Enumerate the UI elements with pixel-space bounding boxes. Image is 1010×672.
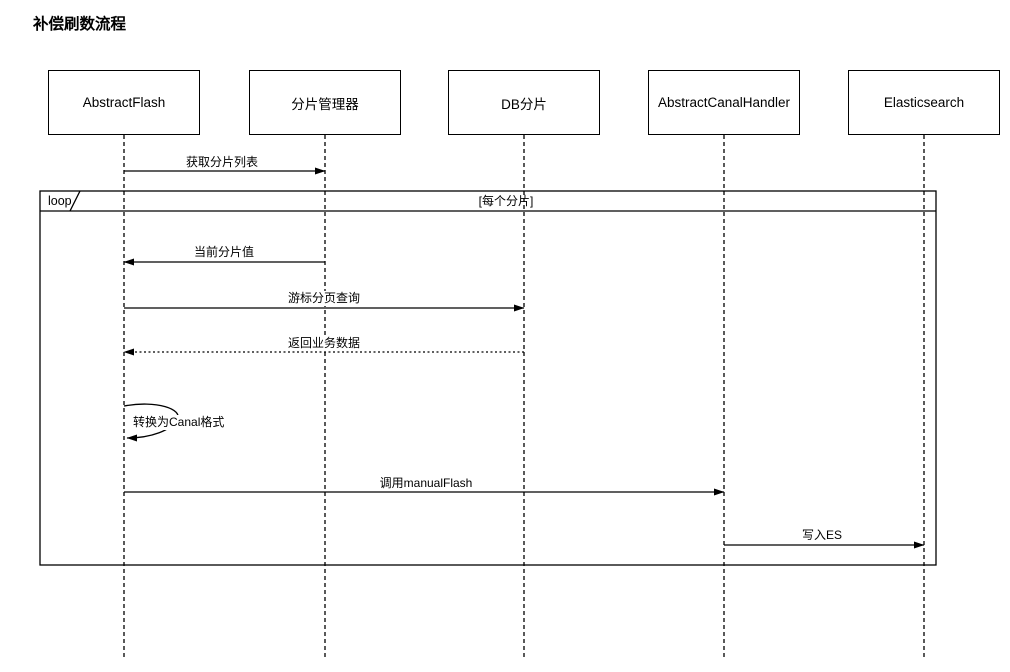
- message-label-convert-canal-format: 转换为Canal格式: [131, 415, 227, 430]
- message-label-call-manualflash: 调用manualFlash: [377, 476, 475, 491]
- loop-pentagon-slant: [69, 190, 81, 212]
- participant-elasticsearch: Elasticsearch: [848, 70, 1000, 135]
- message-label-return-business-data: 返回业务数据: [285, 336, 363, 351]
- participant-db-shard: DB分片: [448, 70, 600, 135]
- loop-operator-label: loop: [48, 194, 72, 208]
- participant-label: AbstractFlash: [82, 95, 166, 110]
- participant-shard-manager: 分片管理器: [249, 70, 401, 135]
- message-label-get-shard-list: 获取分片列表: [183, 155, 261, 170]
- loop-guard-label: [每个分片]: [478, 194, 534, 208]
- participant-label: Elasticsearch: [883, 95, 965, 110]
- participant-label: DB分片: [501, 96, 547, 112]
- diagram-title: 补偿刷数流程: [33, 16, 127, 33]
- message-label-cursor-page-query: 游标分页查询: [285, 291, 363, 306]
- message-label-write-es: 写入ES: [799, 528, 845, 543]
- participant-label: 分片管理器: [291, 96, 359, 112]
- message-label-current-shard-value: 当前分片值: [191, 245, 257, 260]
- loop-fragment-frame: [39, 190, 937, 566]
- participant-label: AbstractCanalHandler: [657, 95, 791, 110]
- participant-abstractflash: AbstractFlash: [48, 70, 200, 135]
- participant-abstractcanalhandler: AbstractCanalHandler: [648, 70, 800, 135]
